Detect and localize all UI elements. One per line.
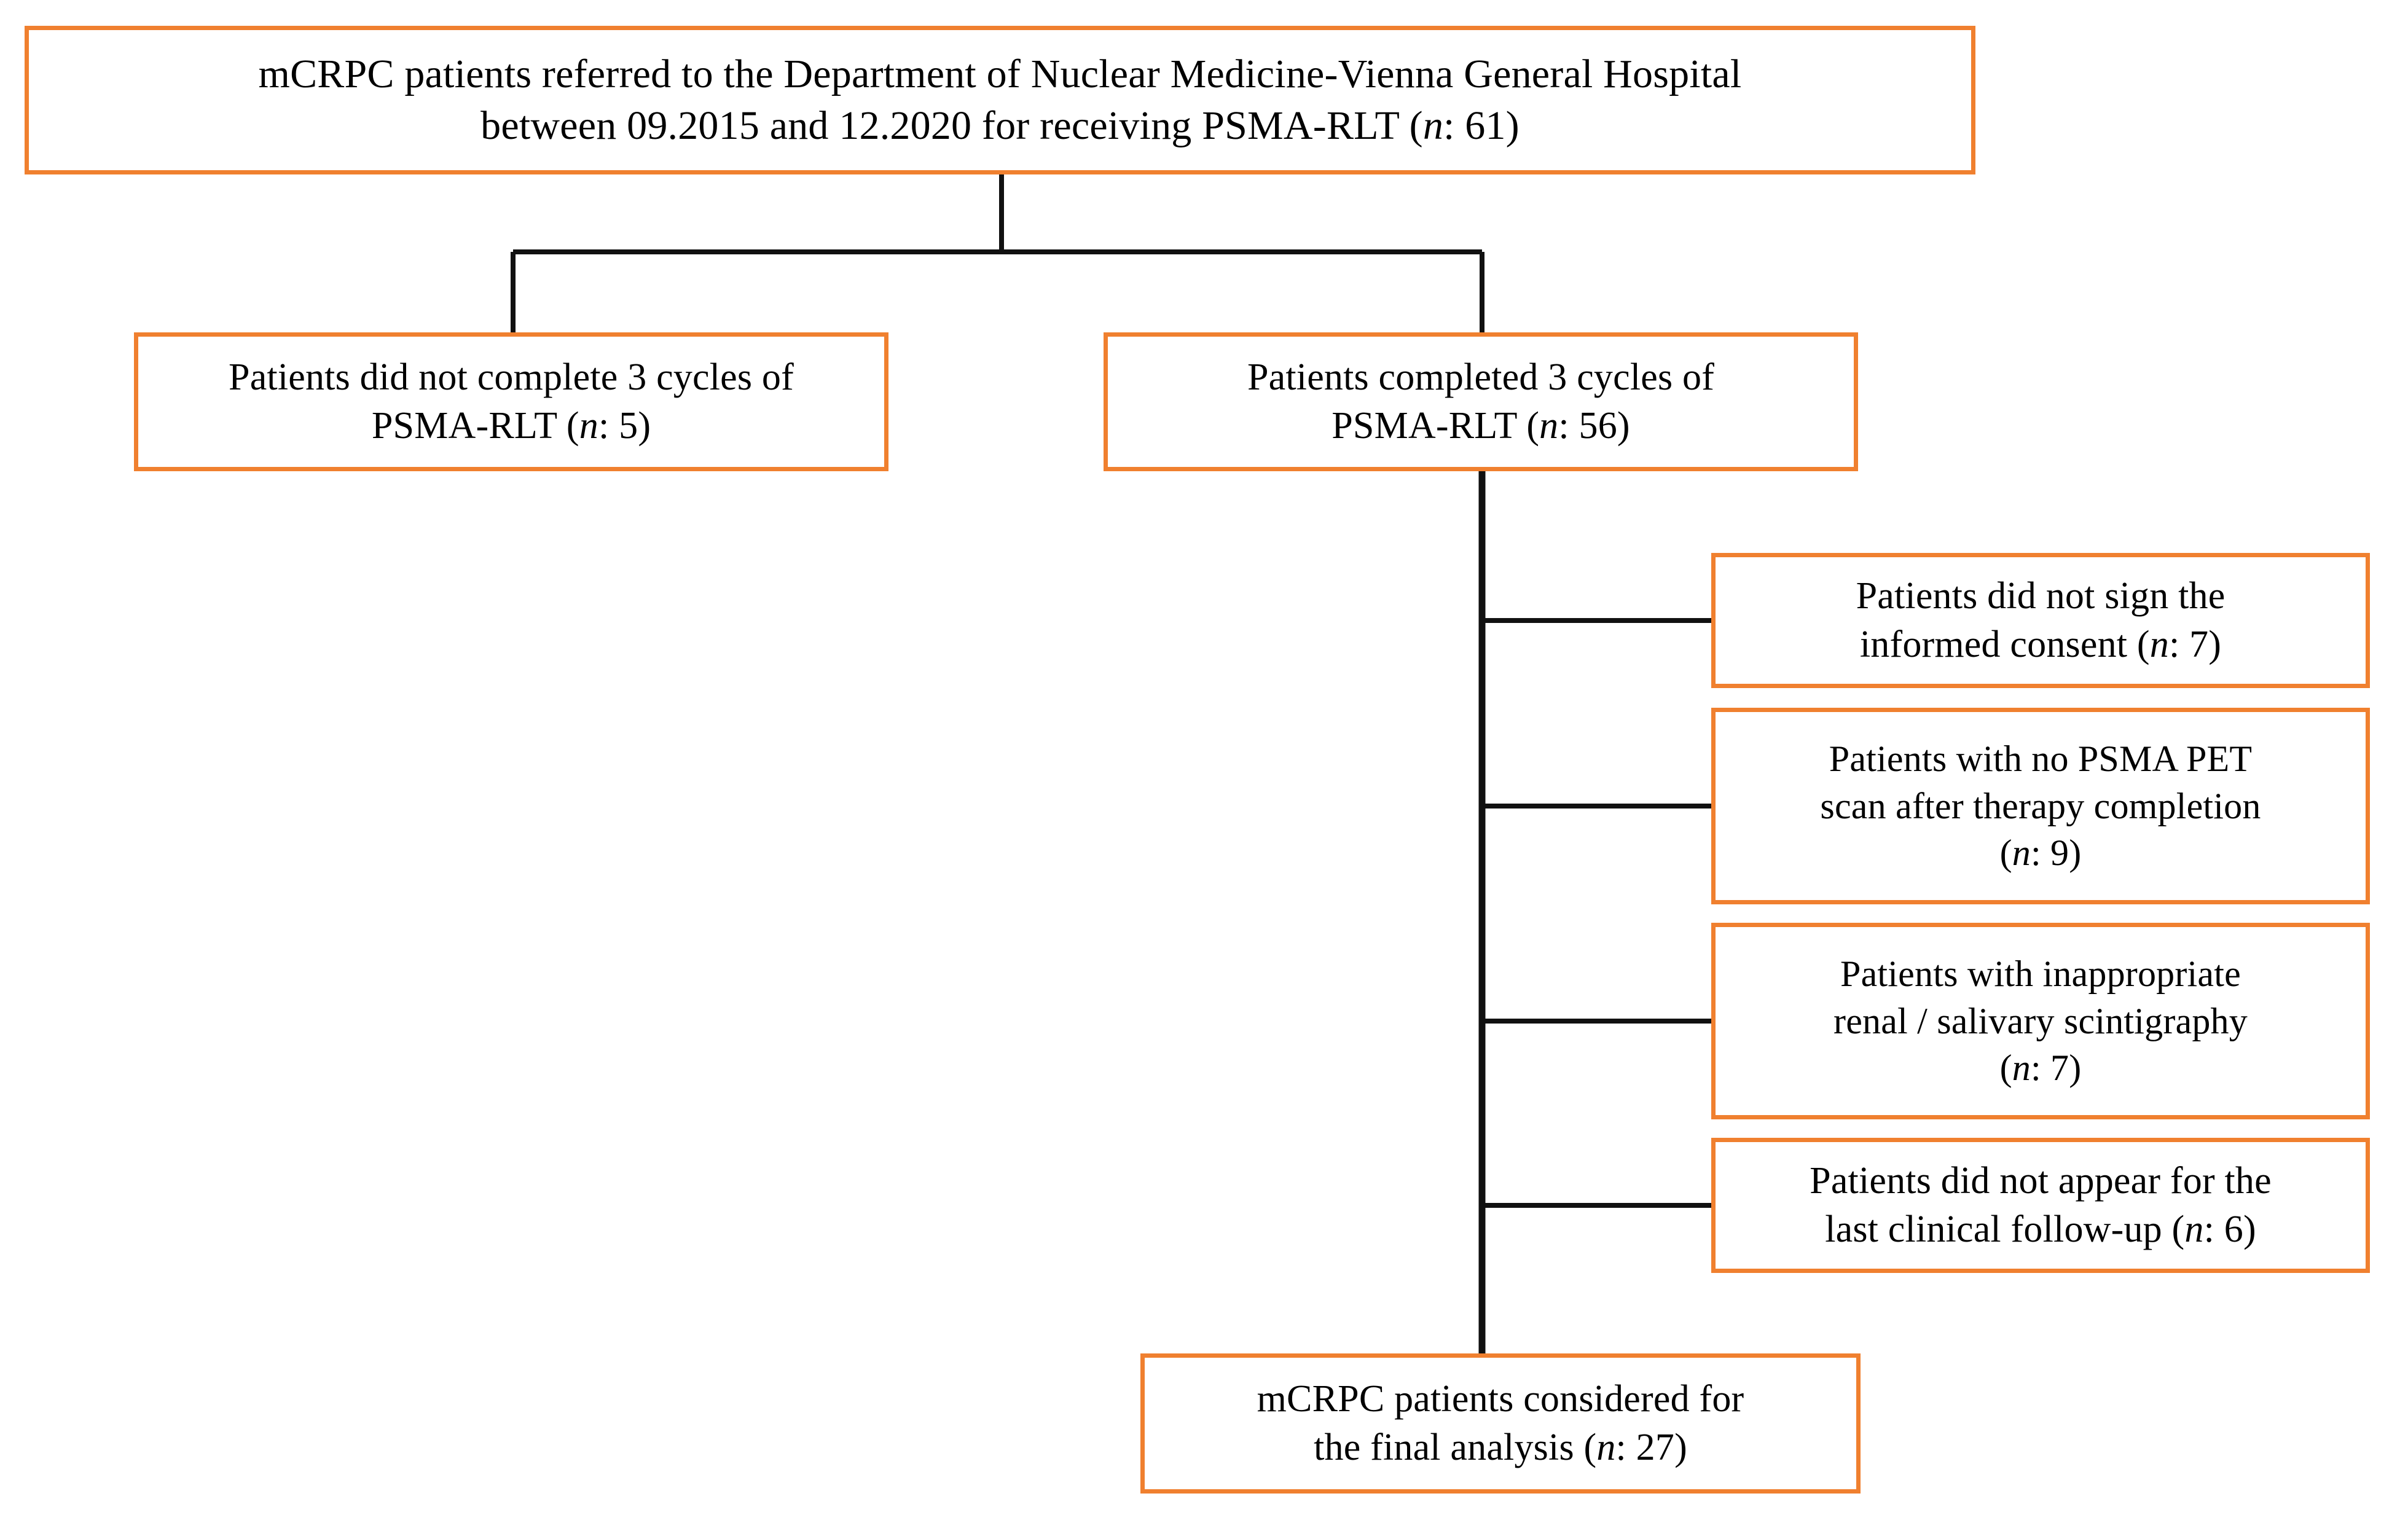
n-symbol: n <box>1596 1427 1616 1468</box>
node-excluded-no-informed-consent-label: Patients did not sign the informed conse… <box>1856 574 2226 665</box>
node-excluded-no-last-followup-label: Patients did not appear for the last cli… <box>1810 1159 2272 1250</box>
node-patients-referred-label: mCRPC patients referred to the Departmen… <box>258 51 1742 148</box>
n-symbol: n <box>2184 1208 2204 1250</box>
n-symbol: n <box>1539 405 1559 447</box>
n-symbol: n <box>2012 1047 2031 1089</box>
node-patients-completed-label: Patients completed 3 cycles of PSMA-RLT … <box>1247 356 1715 447</box>
n-symbol: n <box>2149 624 2169 665</box>
node-patients-did-not-complete: Patients did not complete 3 cycles of PS… <box>134 332 888 471</box>
node-excluded-inappropriate-scintigraphy-label: Patients with inappropriate renal / sali… <box>1833 953 2248 1089</box>
n-symbol: n <box>1422 103 1444 148</box>
node-patients-completed: Patients completed 3 cycles of PSMA-RLT … <box>1104 332 1858 471</box>
node-patients-did-not-complete-label: Patients did not complete 3 cycles of PS… <box>229 356 794 447</box>
node-final-analysis-label: mCRPC patients considered for the final … <box>1257 1377 1744 1468</box>
node-excluded-no-informed-consent: Patients did not sign the informed conse… <box>1711 553 2370 688</box>
node-excluded-inappropriate-scintigraphy: Patients with inappropriate renal / sali… <box>1711 923 2370 1119</box>
n-symbol: n <box>2012 832 2031 874</box>
n-symbol: n <box>579 405 598 447</box>
node-excluded-no-psma-pet-scan: Patients with no PSMA PET scan after the… <box>1711 708 2370 904</box>
node-excluded-no-last-followup: Patients did not appear for the last cli… <box>1711 1138 2370 1273</box>
node-excluded-no-psma-pet-scan-label: Patients with no PSMA PET scan after the… <box>1820 738 2261 874</box>
node-patients-referred: mCRPC patients referred to the Departmen… <box>25 26 1975 174</box>
node-final-analysis: mCRPC patients considered for the final … <box>1140 1353 1861 1494</box>
